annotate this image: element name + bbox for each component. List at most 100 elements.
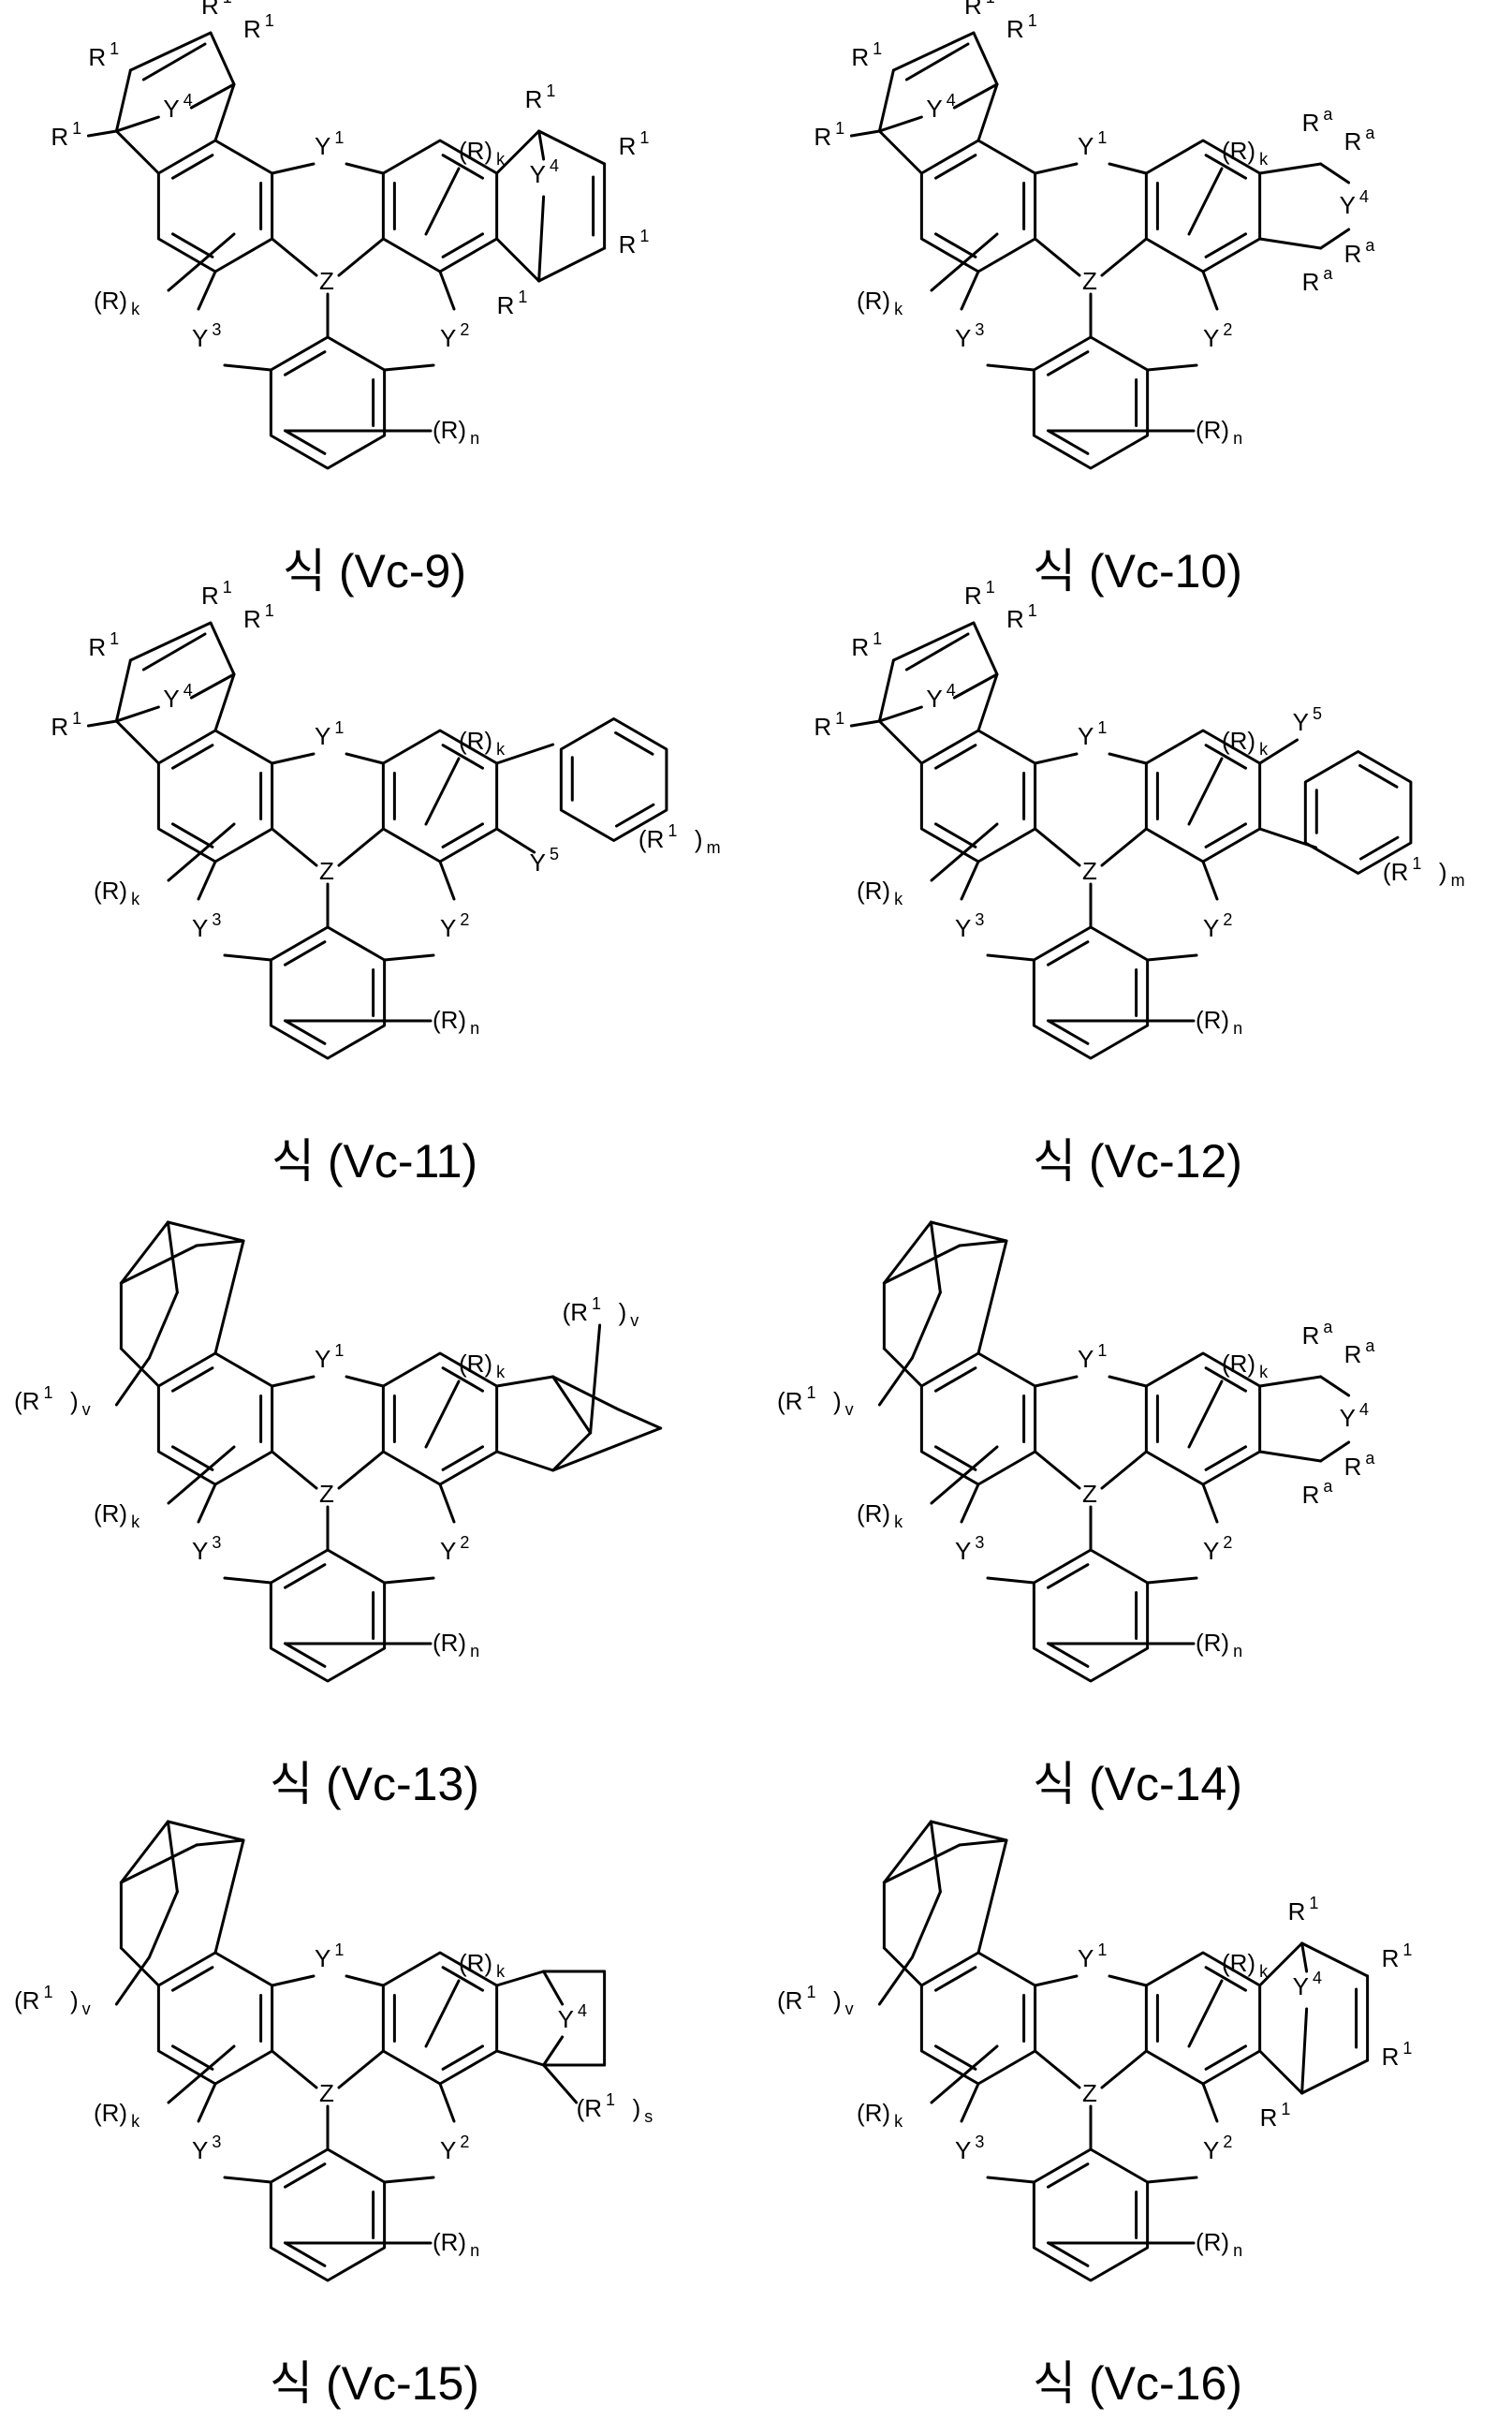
y4-label: Y4 (1340, 1400, 1369, 1432)
bond-line (1203, 272, 1217, 309)
bond-line (272, 1452, 316, 1488)
bond-line (879, 131, 921, 173)
bond-line (346, 164, 383, 173)
bond-line (539, 131, 544, 159)
double-bond-line (172, 1447, 212, 1470)
z-atom-label: Z (1082, 1480, 1097, 1508)
double-bond-line (1048, 1644, 1087, 1667)
bond-line (440, 2084, 454, 2121)
bond-line (215, 1840, 243, 1953)
bond-line (932, 1447, 997, 1503)
r1v-label: (R1 (14, 1383, 52, 1415)
r1-label: R1 (964, 578, 995, 610)
bond-line (962, 862, 978, 899)
ring-outline (561, 719, 667, 841)
bond-line (1102, 1452, 1146, 1488)
structure-caption: 식 (Vc-11) (0, 1124, 749, 1191)
bond-line (1102, 829, 1146, 865)
bond-line (426, 1981, 459, 2046)
bond-line (960, 1241, 1006, 1246)
rn-substituent-label: (R)n (433, 2228, 479, 2260)
ring-outline (1034, 1550, 1147, 1681)
bond-line (978, 1241, 1006, 1353)
bond-line (1203, 1484, 1217, 1522)
y2-label: Y2 (440, 320, 469, 352)
bond-line (1035, 829, 1079, 865)
double-bond-line (285, 2243, 324, 2266)
double-bond-line (935, 234, 975, 258)
rk-substituent-label: (R)k (459, 727, 506, 759)
bond-line (851, 131, 879, 136)
bond-line (272, 164, 314, 173)
bond-line (988, 365, 1034, 370)
bond-line (88, 721, 116, 726)
bond-line (1302, 1943, 1307, 1971)
bond-line (339, 239, 383, 275)
structure-caption: 식 (Vc-13) (0, 1747, 749, 1814)
r1-label: R1 (51, 119, 81, 151)
double-bond-line (1048, 2243, 1087, 2266)
bond-line (440, 862, 454, 899)
y5-label: Y5 (1293, 704, 1322, 736)
double-bond-line (285, 2164, 324, 2188)
r1-label: R1 (88, 39, 119, 71)
bond-line (197, 1840, 243, 1845)
z-atom-label: Z (319, 267, 334, 295)
double-bond-line (1048, 1021, 1087, 1044)
bond-line (1035, 2051, 1079, 2088)
double-bond-line (172, 824, 212, 848)
r1v-label: )v (70, 1986, 91, 2018)
bond-line (1148, 2177, 1196, 2182)
rk-substituent-label: (R)k (857, 287, 903, 318)
y1-label: Y1 (315, 1940, 344, 1972)
bond-line (121, 1822, 168, 1882)
double-bond-line (935, 1968, 975, 1991)
rk-substituent-label: (R)k (94, 2099, 140, 2131)
bond-line (169, 234, 234, 290)
bond-line (544, 2037, 563, 2065)
bond-line (225, 955, 271, 960)
y3-label: Y3 (192, 1533, 221, 1565)
bond-line (912, 1892, 940, 1957)
bond-line (169, 2046, 234, 2103)
bond-line (962, 2084, 978, 2121)
double-bond-line (443, 1447, 482, 1470)
bond-line (962, 1484, 978, 1522)
bond-line (931, 1222, 1006, 1241)
double-bond-line (172, 234, 212, 258)
bond-line (884, 1948, 921, 1985)
bond-line (121, 1246, 197, 1283)
bond-line (116, 70, 130, 131)
rn-substituent-label: (R)n (1196, 2228, 1242, 2260)
rn-substituent-label: (R)n (1196, 1006, 1242, 1038)
y2-label: Y2 (440, 1533, 469, 1565)
bond-line (339, 2051, 383, 2088)
rk-substituent-label: (R)k (94, 1499, 140, 1531)
r1v-label: (R1 (14, 1983, 52, 2014)
bond-line (1035, 1976, 1077, 1985)
double-bond-line (1048, 2164, 1087, 2188)
bond-line (116, 721, 158, 763)
bond-line (974, 33, 997, 84)
rk-substituent-label: (R)k (94, 287, 140, 318)
bond-line (1189, 1981, 1222, 2046)
rk-substituent-label: (R)k (1222, 1350, 1269, 1381)
bond-line (962, 272, 978, 309)
r1-label: R1 (51, 709, 81, 741)
structure-caption: 식 (Vc-14) (763, 1747, 1512, 1814)
bond-line (1260, 1377, 1321, 1386)
bond-line (385, 365, 433, 370)
double-bond-line (1360, 765, 1397, 787)
bond-line (168, 1222, 243, 1241)
bond-line (1102, 2051, 1146, 2088)
z-atom-label: Z (1082, 857, 1097, 885)
r1v-label: (R1 (563, 1294, 601, 1326)
bond-line (149, 1892, 177, 1957)
bond-line (879, 660, 893, 721)
bond-line (121, 1948, 158, 1985)
bond-line (1148, 365, 1196, 370)
bond-line (497, 239, 539, 281)
bond-line (851, 721, 879, 726)
rn-substituent-label: (R)n (1196, 416, 1242, 448)
y2-label: Y2 (1203, 320, 1232, 352)
